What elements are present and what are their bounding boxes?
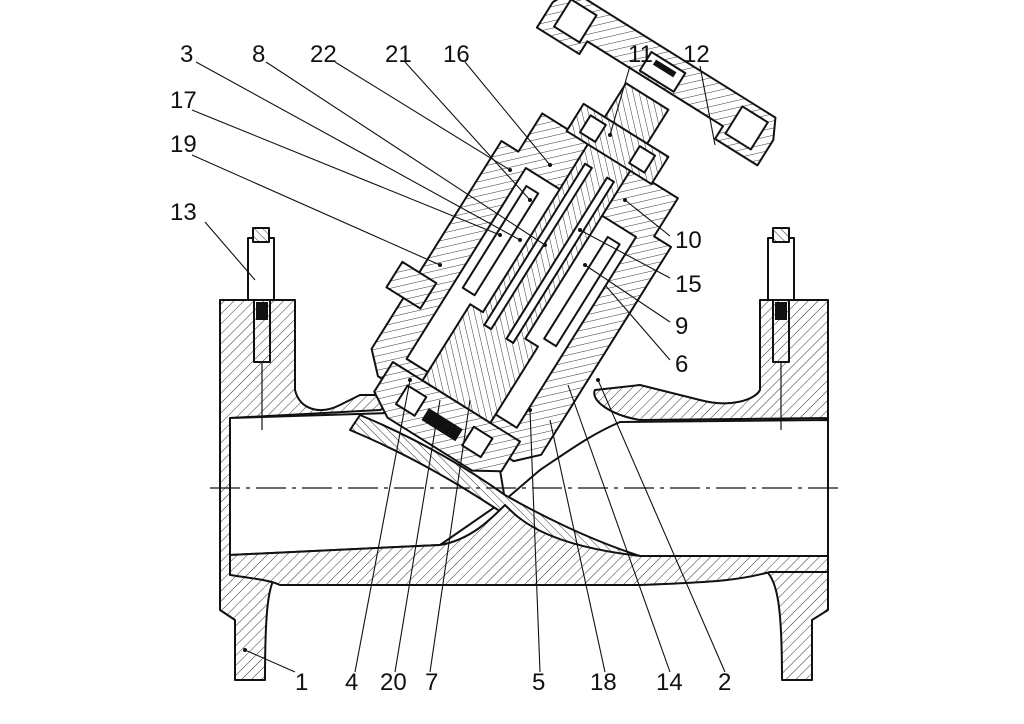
disc-core (421, 408, 463, 442)
part-label-4: 4 (345, 669, 358, 696)
part-label-17: 17 (170, 87, 197, 114)
left-test-point-seal (256, 302, 268, 320)
part-label-10: 10 (675, 227, 702, 254)
part-label-7: 7 (425, 669, 438, 696)
part-label-20: 20 (380, 669, 407, 696)
right-test-point (767, 227, 795, 430)
part-label-11: 11 (628, 41, 653, 68)
stem-nut-seal-right (628, 145, 657, 174)
part-label-15: 15 (675, 271, 702, 298)
part-label-9: 9 (675, 313, 688, 340)
part-label-5: 5 (532, 669, 545, 696)
bonnet-collar (385, 260, 438, 310)
part-label-14: 14 (656, 669, 683, 696)
part-label-16: 16 (443, 41, 470, 68)
part-label-13: 13 (170, 199, 197, 226)
handwheel-indicator (652, 59, 677, 78)
right-test-point-cap (772, 227, 790, 243)
leader-dots (243, 133, 627, 652)
handwheel-rim-right (724, 105, 769, 151)
stem-nut-seal-left (578, 114, 607, 143)
sleeve-slot-left (461, 185, 540, 297)
left-test-point-cap (252, 227, 270, 243)
right-test-point-seal (775, 302, 787, 320)
part-label-12: 12 (683, 41, 710, 68)
spindle-bore-right (505, 176, 615, 344)
part-labels: 3 8 22 21 16 11 12 17 19 13 10 15 9 6 1 … (170, 41, 731, 696)
left-test-point-body (247, 237, 275, 301)
right-test-point-body (767, 237, 795, 301)
part-label-19: 19 (170, 131, 197, 158)
spindle-bore-left (483, 162, 593, 331)
part-label-2: 2 (718, 669, 731, 696)
part-label-6: 6 (675, 351, 688, 378)
disc-seal-left (394, 384, 428, 417)
right-flange (559, 299, 829, 681)
leader-lines (191, 61, 726, 673)
part-label-1: 1 (295, 669, 308, 696)
handwheel-hub (638, 50, 687, 93)
part-label-3: 3 (180, 41, 193, 68)
part-label-18: 18 (590, 669, 617, 696)
sleeve-slot-right (543, 235, 621, 348)
part-label-8: 8 (252, 41, 265, 68)
part-label-21: 21 (385, 41, 412, 68)
handwheel-rim-left (553, 0, 598, 44)
disc-seal-right (461, 425, 494, 459)
part-label-22: 22 (310, 41, 337, 68)
left-test-point (247, 227, 275, 430)
bonnet-assembly (370, 0, 777, 473)
